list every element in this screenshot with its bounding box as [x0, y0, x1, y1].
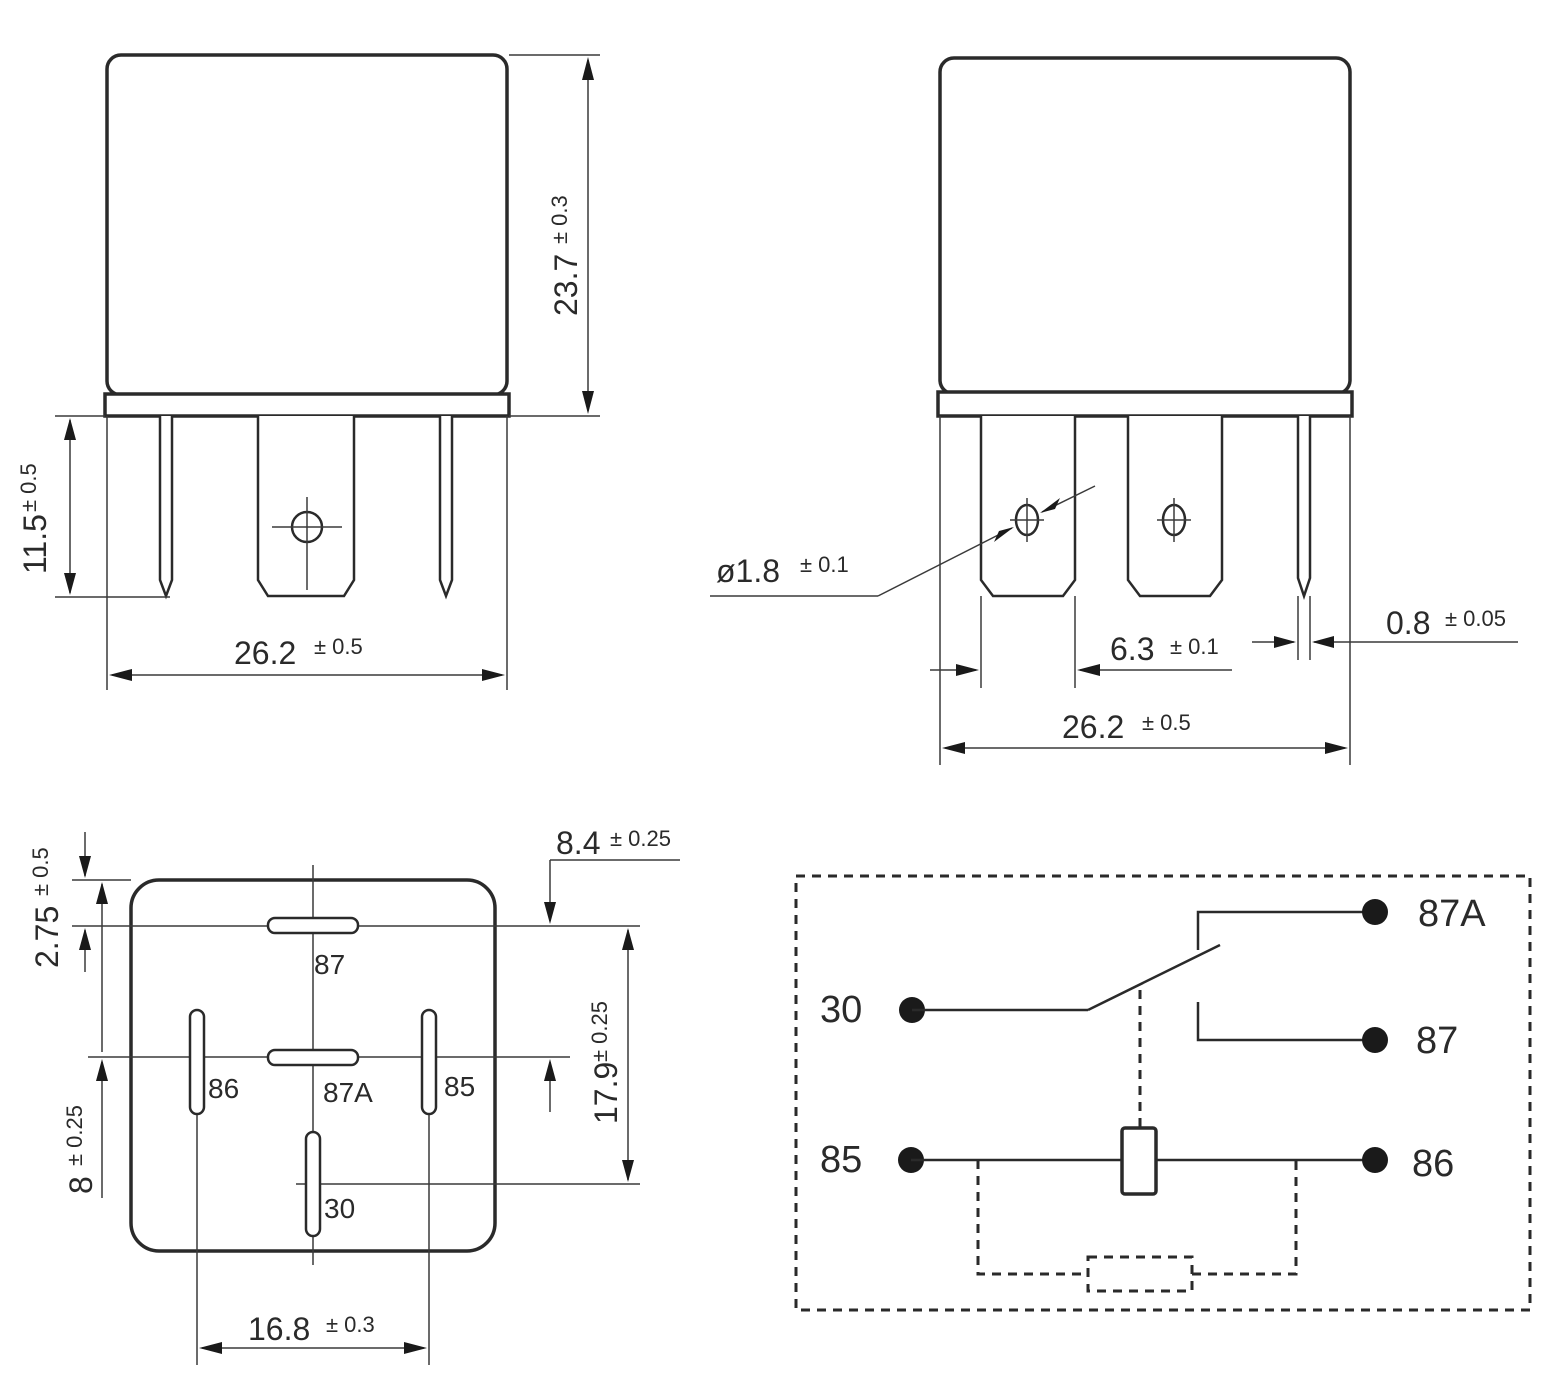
- pin-label-87a: 87A: [323, 1077, 373, 1108]
- pin-label-85: 85: [444, 1071, 475, 1102]
- svg-text:± 0.25: ± 0.25: [587, 1001, 612, 1062]
- schematic-border: [794, 874, 1532, 1312]
- svg-text:± 0.25: ± 0.25: [62, 1105, 87, 1166]
- bottom-pin-86: [188, 1008, 206, 1116]
- terminal-width-label: 6.3 ± 0.1: [1110, 631, 1219, 667]
- terminal-87a-dot: [1362, 899, 1388, 925]
- switch-contact-arm: [1087, 943, 1221, 1012]
- bottom-pin-85: [420, 1008, 438, 1116]
- front-view-base: [936, 390, 1354, 418]
- bottom-pin-87: [266, 916, 360, 935]
- bottom-pin-87a: [266, 1048, 360, 1067]
- svg-text:± 0.3: ± 0.3: [547, 195, 572, 244]
- front-view-thin-pin: [1296, 416, 1312, 600]
- side-view-blade-terminal: [256, 416, 356, 598]
- front-view-housing: [938, 56, 1352, 396]
- right-offset-label: 8.4 ± 0.25: [556, 825, 671, 861]
- svg-text:26.2: 26.2: [1062, 709, 1124, 745]
- svg-text:17.9: 17.9: [588, 1062, 624, 1124]
- svg-text:± 0.25: ± 0.25: [610, 826, 671, 851]
- svg-text:23.7: 23.7: [548, 254, 584, 316]
- bottom-view: 87 86 87A 85 30 2.75 ± 0.5 8 ± 0.25 8.4: [28, 825, 680, 1365]
- pin-spacing-label: 16.8 ± 0.3: [248, 1311, 375, 1347]
- height-dimension-label: 23.7 ± 0.3: [547, 195, 584, 316]
- top-offset-label: 2.75 ± 0.5: [28, 847, 65, 968]
- schematic-label-30: 30: [820, 989, 862, 1031]
- left-offset-label: 8 ± 0.25: [62, 1105, 99, 1194]
- front-view: ø1.8 ± 0.1 6.3 ± 0.1 0.8 ± 0.05: [710, 56, 1518, 765]
- side-view-pin-left: [158, 416, 174, 600]
- schematic-label-87a: 87A: [1418, 893, 1486, 935]
- pin-length-dimension-label: 11.5 ± 0.5: [16, 463, 53, 574]
- relay-schematic: 30 87A 87 85 86: [794, 874, 1532, 1312]
- svg-text:± 0.5: ± 0.5: [28, 847, 53, 896]
- front-view-width-label: 26.2 ± 0.5: [1062, 709, 1191, 745]
- terminal-87-dot: [1362, 1027, 1388, 1053]
- schematic-label-86: 86: [1412, 1143, 1454, 1185]
- pin-label-86: 86: [208, 1073, 239, 1104]
- suppression-resistor: [1086, 1255, 1194, 1293]
- schematic-label-87: 87: [1416, 1020, 1458, 1062]
- svg-text:± 0.1: ± 0.1: [800, 552, 849, 577]
- bottom-pin-30: [304, 1130, 322, 1238]
- side-view-width-label: 26.2 ± 0.5: [234, 634, 363, 671]
- hole-diameter-label: ø1.8 ± 0.1: [716, 552, 849, 589]
- side-view-housing: [105, 53, 509, 397]
- relay-coil: [1120, 1126, 1158, 1196]
- pin-label-30: 30: [324, 1193, 355, 1224]
- svg-text:16.8: 16.8: [248, 1311, 310, 1347]
- svg-text:± 0.5: ± 0.5: [1142, 710, 1191, 735]
- svg-text:2.75: 2.75: [29, 906, 65, 968]
- schematic-label-85: 85: [820, 1139, 862, 1181]
- svg-text:8: 8: [63, 1176, 99, 1194]
- svg-text:ø1.8: ø1.8: [716, 553, 780, 589]
- vertical-span-label: 17.9 ± 0.25: [587, 1001, 624, 1124]
- side-view: 23.7 ± 0.3 11.5 ± 0.5 26.2 ± 0.5: [16, 53, 600, 690]
- side-view-base: [103, 392, 511, 418]
- svg-text:± 0.3: ± 0.3: [326, 1312, 375, 1337]
- side-view-pin-right: [438, 416, 454, 600]
- svg-text:± 0.05: ± 0.05: [1445, 606, 1506, 631]
- svg-text:± 0.1: ± 0.1: [1170, 634, 1219, 659]
- svg-text:6.3: 6.3: [1110, 631, 1154, 667]
- pin-label-87: 87: [314, 949, 345, 980]
- svg-text:26.2: 26.2: [234, 635, 296, 671]
- svg-text:± 0.5: ± 0.5: [314, 634, 363, 659]
- svg-text:11.5: 11.5: [17, 514, 53, 574]
- svg-text:0.8: 0.8: [1386, 605, 1430, 641]
- terminal-86-dot: [1362, 1147, 1388, 1173]
- svg-text:± 0.5: ± 0.5: [16, 463, 41, 512]
- pin-thickness-label: 0.8 ± 0.05: [1386, 605, 1506, 641]
- svg-text:8.4: 8.4: [556, 825, 600, 861]
